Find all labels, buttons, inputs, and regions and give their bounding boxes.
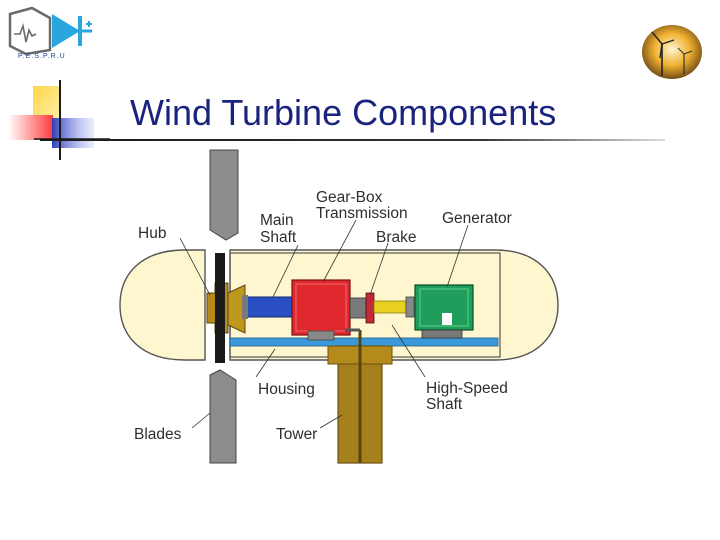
corner-squares-decoration	[8, 80, 110, 160]
label-main-shaft-line2: Shaft	[260, 229, 297, 246]
label-high-speed-line2: Shaft	[426, 396, 463, 413]
label-high-speed-line1: High-Speed	[426, 380, 508, 397]
label-blades: Blades	[134, 426, 182, 443]
wind-turbine-diagram: Hub Main Shaft Gear-Box Transmission Gen…	[119, 149, 559, 464]
label-housing: Housing	[258, 381, 315, 398]
brake	[365, 292, 375, 324]
label-tower: Tower	[276, 426, 317, 443]
label-gearbox-line1: Gear-Box	[316, 189, 383, 206]
nacelle-floor	[229, 337, 499, 347]
blade-top	[209, 149, 239, 241]
label-brake: Brake	[376, 229, 417, 246]
slide-title: Wind Turbine Components	[130, 92, 557, 133]
main-shaft	[244, 296, 294, 318]
gearbox	[291, 279, 351, 336]
logo-caption: P.E.S.P.R.U	[18, 53, 66, 60]
label-gearbox-line2: Transmission	[316, 205, 408, 222]
label-hub: Hub	[138, 225, 166, 242]
high-speed-shaft	[373, 300, 407, 314]
label-main-shaft-line1: Main	[260, 212, 294, 229]
nacelle-housing	[119, 249, 206, 361]
blade-bottom	[209, 369, 237, 464]
label-generator: Generator	[442, 210, 512, 227]
wind-turbine-photo-icon	[642, 25, 702, 79]
pesru-logo-icon	[8, 6, 92, 56]
title-underline	[40, 139, 665, 141]
